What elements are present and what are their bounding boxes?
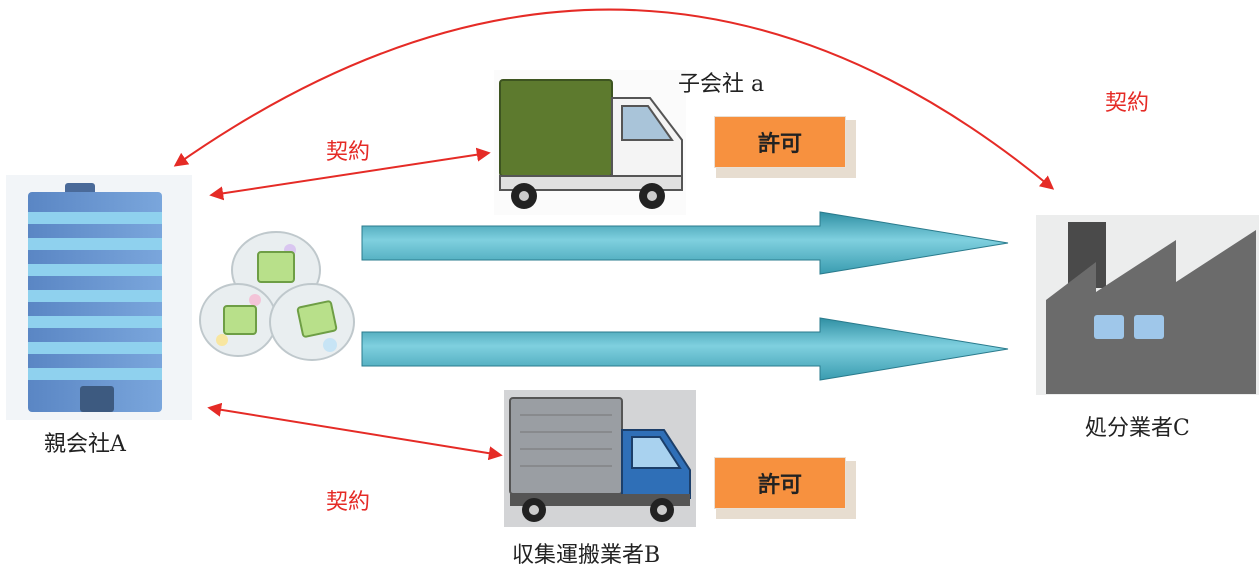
disposer-label: 処分業者C: [1085, 416, 1190, 441]
waste-flow-arrow-lower: [361, 317, 1009, 381]
collector-label: 収集運搬業者B: [512, 543, 661, 568]
contract-arrow-parent-subsidiary: [209, 147, 491, 201]
office-building-icon: [6, 175, 192, 420]
permit-badge-collector: 許可: [714, 457, 846, 509]
green-truck-icon: [494, 70, 686, 215]
parent-company-label: 親会社A: [44, 432, 126, 457]
subsidiary-label: 子会社 a: [678, 72, 765, 97]
permit-badge-subsidiary: 許可: [714, 116, 846, 168]
garbage-bags-icon: [192, 224, 362, 370]
factory-icon: [1036, 215, 1259, 395]
contract-label-collector: 契約: [326, 490, 371, 515]
waste-flow-arrow-upper: [361, 211, 1009, 275]
blue-truck-icon: [504, 390, 696, 527]
contract-arrow-parent-disposer: [173, 8, 1055, 190]
contract-label-subsidiary: 契約: [326, 140, 371, 165]
contract-arrow-parent-collector: [207, 402, 503, 461]
contract-label-top: 契約: [1105, 91, 1150, 116]
